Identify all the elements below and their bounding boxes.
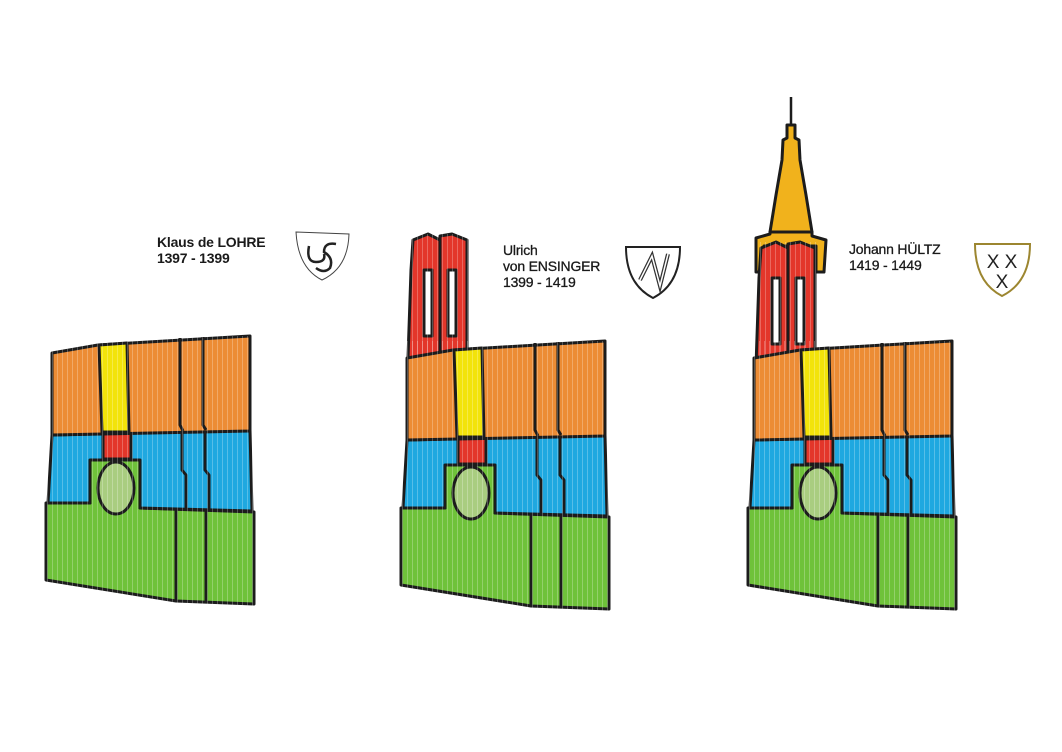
stage-2-label: Ulrich von ENSINGER 1399 - 1419 — [503, 242, 601, 290]
stage-1-facade — [44, 334, 258, 608]
years: 1419 - 1449 — [849, 257, 922, 273]
emblem-xxx-shield: X X X — [973, 243, 1032, 298]
stage-1-label: Klaus de LOHRE 1397 - 1399 — [157, 234, 266, 266]
svg-text:X: X — [996, 272, 1009, 293]
svg-text:X X: X X — [987, 252, 1018, 273]
architect-name: Klaus de LOHRE — [157, 234, 266, 250]
emblem-n-shield — [624, 246, 682, 300]
stage-2-tower — [406, 232, 470, 360]
stage-3-label: Johann HÜLTZ 1419 - 1449 — [849, 241, 941, 273]
architect-name-line1: Ulrich — [503, 242, 538, 258]
architect-name: Johann HÜLTZ — [849, 241, 941, 257]
stage-3-facade — [746, 339, 960, 613]
architect-name-line2: von ENSINGER — [503, 258, 601, 274]
years: 1397 - 1399 — [157, 250, 230, 266]
stage-2-facade — [399, 339, 613, 613]
years: 1399 - 1419 — [503, 274, 576, 290]
emblem-us-shield — [295, 231, 350, 281]
